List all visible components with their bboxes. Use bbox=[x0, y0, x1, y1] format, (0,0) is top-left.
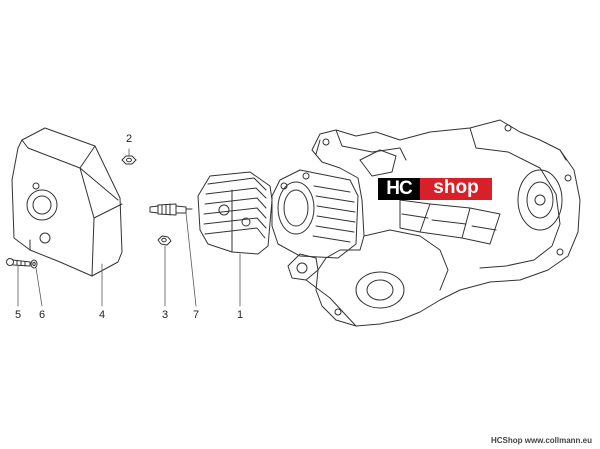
cylinder-drawing bbox=[271, 169, 359, 259]
footer-credit: HCShop www.collmann.eu bbox=[490, 436, 592, 445]
spark-plug-drawing bbox=[149, 203, 193, 216]
logo-shop-text: shop bbox=[420, 178, 492, 200]
cylinder-head-drawing bbox=[197, 171, 273, 255]
small-nut-drawing bbox=[157, 235, 172, 246]
hcshop-logo: HC shop bbox=[378, 178, 492, 200]
logo-hc-text: HC bbox=[378, 178, 420, 200]
cylinder-cover-drawing bbox=[11, 127, 123, 277]
part-label-6: 6 bbox=[38, 309, 46, 321]
leader-lines bbox=[17, 148, 241, 307]
part-label-5: 5 bbox=[14, 309, 22, 321]
part-label-4: 4 bbox=[98, 309, 106, 321]
part-label-3: 3 bbox=[161, 309, 169, 321]
engine-crankcase-drawing bbox=[287, 119, 581, 327]
part-label-7: 7 bbox=[192, 309, 200, 321]
washer-drawing bbox=[30, 259, 38, 269]
part-label-2: 2 bbox=[125, 133, 133, 145]
nut-drawing bbox=[121, 155, 137, 165]
part-label-1: 1 bbox=[236, 309, 244, 321]
bolt-drawing bbox=[6, 258, 31, 267]
